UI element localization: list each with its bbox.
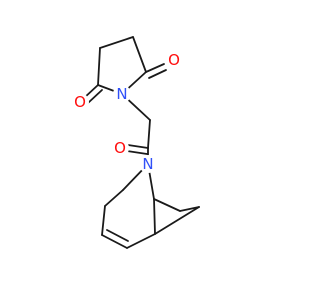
bond-c2-c3 — [99, 36, 134, 49]
bond-c9-c10 — [101, 205, 106, 236]
bond-c6-c8 — [153, 198, 156, 235]
atom-n1: N — [113, 85, 131, 103]
atom-n2: N — [139, 155, 157, 173]
bond-c6-c12 — [153, 198, 181, 212]
bond-c11-c8 — [126, 233, 156, 249]
bond-c10-c11-b — [106, 229, 129, 242]
bond-c5-o3-b — [126, 150, 148, 155]
bonds — [83, 36, 200, 249]
bond-c1-c2 — [132, 36, 147, 73]
atom-o2: O — [71, 93, 89, 111]
bond-c7-c9 — [104, 189, 124, 207]
atom-o1: O — [165, 51, 183, 69]
bond-c10-c11-a — [101, 234, 128, 249]
atom-n2-label: N — [142, 155, 153, 173]
bond-c1-o1-a — [145, 63, 165, 73]
atom-o3: O — [111, 139, 129, 157]
atom-o2-label: O — [74, 93, 86, 111]
atom-labels: O O N O N — [71, 51, 183, 173]
atom-o3-label: O — [114, 139, 126, 157]
bond-c3-c4 — [97, 47, 101, 86]
atom-n1-label: N — [116, 85, 127, 103]
bond-c12-c13 — [179, 206, 200, 212]
bond-c5-o3-a — [127, 144, 149, 149]
molecule-structure: O O N O N — [71, 36, 200, 249]
molecule-canvas: O O N O N — [71, 36, 200, 249]
bond-c4-o2-b — [87, 89, 103, 104]
atom-o1-label: O — [168, 51, 180, 69]
bond-ch2-c5 — [147, 119, 151, 149]
bond-c13-c8 — [154, 206, 200, 235]
bond-c1-o1-b — [148, 69, 167, 79]
